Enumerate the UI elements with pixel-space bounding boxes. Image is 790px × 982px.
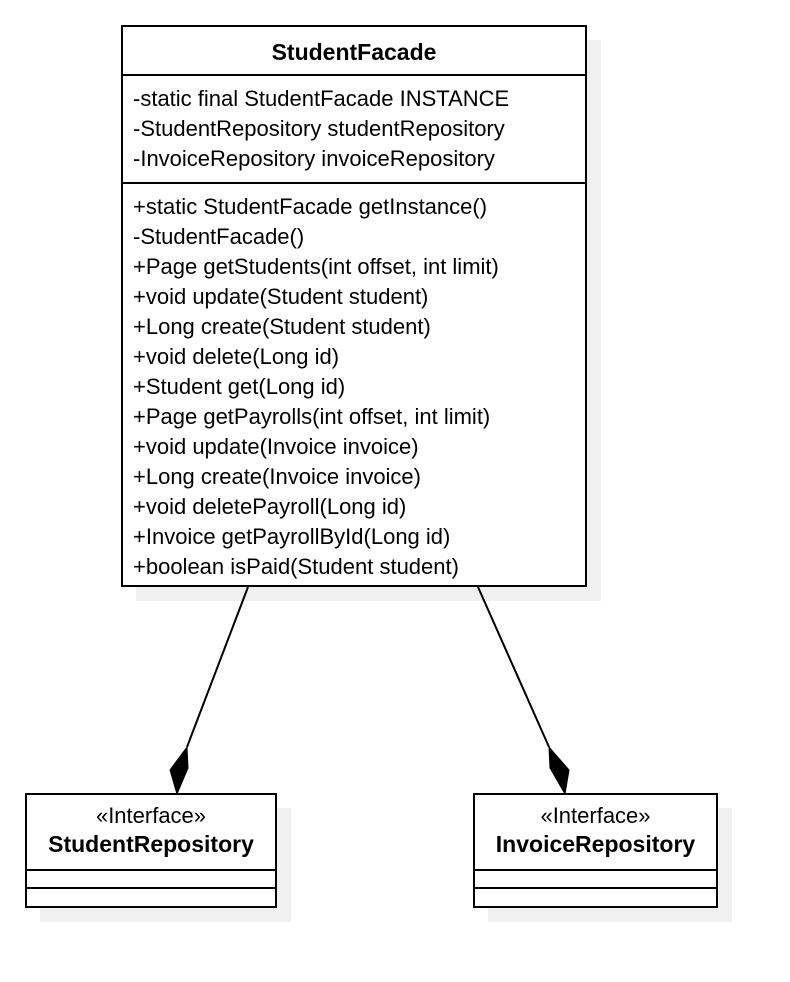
composition-line-invoice[interactable] <box>477 586 550 748</box>
method: +void delete(Long id) <box>133 344 340 369</box>
attributes-section: -static final StudentFacade INSTANCE -St… <box>123 76 585 184</box>
class-student-facade[interactable]: StudentFacade -static final StudentFacad… <box>121 25 587 587</box>
interface-header: «Interface» StudentRepository <box>27 795 275 871</box>
attributes-section <box>27 871 275 889</box>
composition-diamond-student <box>169 745 189 796</box>
stereotype-label: «Interface» <box>540 803 651 828</box>
method: +Page getStudents(int offset, int limit) <box>133 254 499 279</box>
methods-section <box>27 889 275 907</box>
interface-invoice-repository[interactable]: «Interface» InvoiceRepository <box>473 793 718 908</box>
method: +Student get(Long id) <box>133 374 346 399</box>
method: +static StudentFacade getInstance() <box>133 194 488 219</box>
attribute: -StudentRepository studentRepository <box>133 116 505 141</box>
method: +void deletePayroll(Long id) <box>133 494 407 519</box>
method: -StudentFacade() <box>133 224 305 249</box>
method: +Long create(Invoice invoice) <box>133 464 421 489</box>
interface-name: StudentRepository <box>48 831 254 857</box>
class-name: StudentFacade <box>123 27 585 76</box>
method: +boolean isPaid(Student student) <box>133 554 459 579</box>
method: +void update(Student student) <box>133 284 429 309</box>
method: +Page getPayrolls(int offset, int limit) <box>133 404 491 429</box>
composition-line-student[interactable] <box>186 586 249 748</box>
attributes-section <box>475 871 716 889</box>
composition-diamond-invoice <box>548 745 570 796</box>
method: +Long create(Student student) <box>133 314 431 339</box>
methods-section: +static StudentFacade getInstance() -Stu… <box>123 184 585 590</box>
interface-header: «Interface» InvoiceRepository <box>475 795 716 871</box>
method: +void update(Invoice invoice) <box>133 434 419 459</box>
interface-student-repository[interactable]: «Interface» StudentRepository <box>25 793 277 908</box>
attribute: -InvoiceRepository invoiceRepository <box>133 146 495 171</box>
methods-section <box>475 889 716 907</box>
interface-name: InvoiceRepository <box>495 831 696 857</box>
attribute: -static final StudentFacade INSTANCE <box>133 86 510 111</box>
method: +Invoice getPayrollById(Long id) <box>133 524 451 549</box>
stereotype-label: «Interface» <box>95 803 207 828</box>
